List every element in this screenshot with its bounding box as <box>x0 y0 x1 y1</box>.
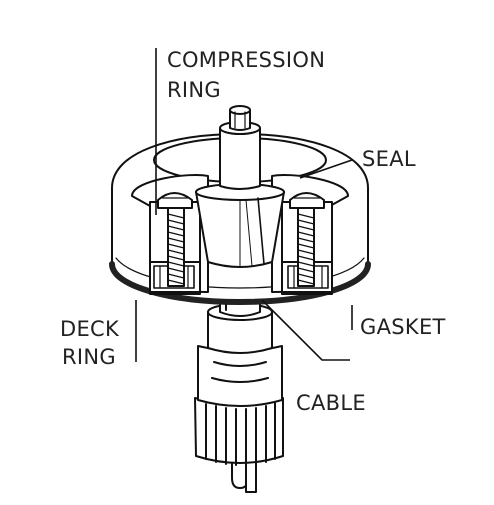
label-gasket: GASKET <box>360 315 446 339</box>
seal-leader <box>299 159 353 179</box>
gasket-cone <box>195 183 285 268</box>
part-labels: COMPRESSION RING SEAL DECK RING GASKET C… <box>60 48 446 415</box>
left-screw <box>157 192 193 287</box>
label-compression-ring-line2: RING <box>167 78 221 102</box>
label-cable: CABLE <box>296 391 366 415</box>
cable-knurled-sleeve <box>194 397 284 466</box>
cable-connector-leader <box>261 299 350 361</box>
cable-shaft <box>219 105 261 190</box>
label-compression-ring-line1: COMPRESSION <box>167 48 325 72</box>
seal-assembly-drawing <box>109 105 371 493</box>
right-screw <box>289 192 325 287</box>
label-deck-ring-line1: DECK <box>60 317 120 341</box>
label-seal: SEAL <box>362 147 416 171</box>
label-deck-ring-line2: RING <box>62 345 116 369</box>
leader-lines <box>135 48 353 362</box>
cable-connector-body <box>197 303 283 407</box>
